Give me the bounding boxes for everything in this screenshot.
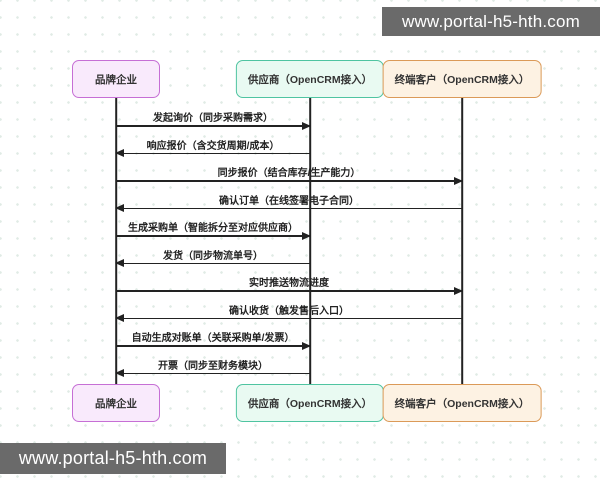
arrowhead-icon — [115, 314, 124, 323]
actor-supplier-top: 供应商（OpenCRM接入） — [235, 60, 385, 98]
actor-label: 供应商（OpenCRM接入） — [247, 397, 373, 410]
watermark-text: www.portal-h5-hth.com — [18, 448, 208, 468]
message-arrow — [116, 286, 463, 295]
arrowhead-icon — [454, 176, 463, 185]
watermark-text: www.portal-h5-hth.com — [401, 11, 581, 31]
message-label: 发起询价（同步采购需求） — [153, 113, 273, 124]
watermark-bottom: www.portal-h5-hth.com — [0, 443, 226, 474]
message-arrow — [115, 369, 310, 378]
arrowhead-icon — [115, 204, 124, 213]
message-arrow — [116, 176, 463, 185]
message-label: 实时推送物流进度 — [249, 278, 329, 289]
arrowhead-icon — [115, 259, 124, 268]
message-arrow — [116, 231, 311, 240]
actor-brand-top: 品牌企业 — [72, 60, 160, 98]
lifeline-customer — [461, 98, 463, 384]
arrowhead-icon — [454, 286, 463, 295]
message-label: 生成采购单（智能拆分至对应供应商） — [128, 223, 298, 234]
actor-supplier-bottom: 供应商（OpenCRM接入） — [235, 384, 385, 422]
message-label: 自动生成对账单（关联采购单/发票） — [131, 333, 295, 344]
actor-label: 品牌企业 — [95, 397, 137, 410]
actor-label: 终端客户（OpenCRM接入） — [394, 73, 530, 86]
message-label: 响应报价（含交货周期/成本） — [146, 140, 280, 152]
lifeline-brand — [115, 98, 117, 384]
message-arrow — [115, 149, 310, 158]
arrowhead-icon — [302, 231, 311, 240]
actor-label: 品牌企业 — [95, 73, 137, 86]
arrowhead-icon — [302, 121, 311, 130]
message-arrow — [115, 204, 462, 213]
actor-label: 终端客户（OpenCRM接入） — [394, 397, 530, 410]
actor-brand-bottom: 品牌企业 — [72, 384, 160, 422]
actor-label: 供应商（OpenCRM接入） — [247, 73, 373, 86]
arrowhead-icon — [115, 369, 124, 378]
lifeline-supplier — [309, 98, 311, 384]
message-arrow — [115, 314, 462, 323]
actor-customer-top: 终端客户（OpenCRM接入） — [382, 60, 542, 98]
watermark-top: www.portal-h5-hth.com — [382, 7, 600, 36]
message-arrow — [116, 341, 311, 350]
actor-customer-bottom: 终端客户（OpenCRM接入） — [382, 384, 542, 422]
arrowhead-icon — [115, 149, 124, 158]
message-label: 开票（同步至财务模块） — [158, 360, 268, 372]
message-label: 确认订单（在线签署电子合同） — [219, 195, 359, 207]
message-label: 发货（同步物流单号） — [163, 250, 263, 262]
message-label: 同步报价（结合库存/生产能力） — [217, 168, 361, 179]
message-arrow — [116, 121, 311, 130]
message-label: 确认收货（触发售后入口） — [229, 305, 349, 317]
message-arrow — [115, 259, 310, 268]
arrowhead-icon — [302, 341, 311, 350]
